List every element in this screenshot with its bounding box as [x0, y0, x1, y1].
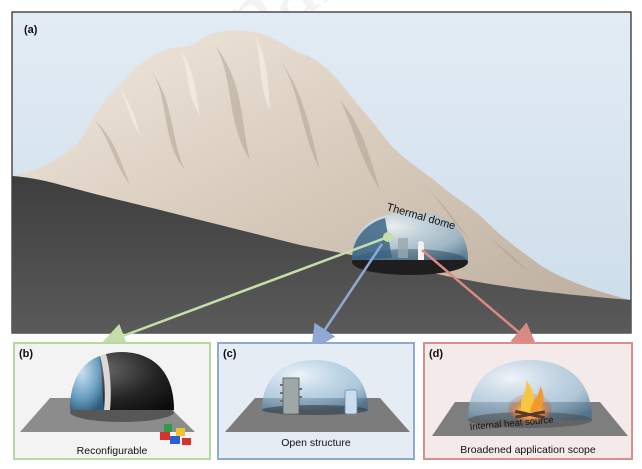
mountain-texture: [95, 45, 530, 272]
panel-b-caption: Reconfigurable: [77, 445, 148, 457]
device-inside: [282, 377, 300, 415]
panel-a: (a) Thermal dome: [11, 11, 632, 334]
device-outside: [344, 389, 358, 415]
panel-a-label: (a): [24, 24, 38, 36]
panel-c: (c) Open structure: [217, 342, 415, 460]
panel-d: (d) Internal heat source Broadened appli…: [423, 342, 633, 460]
thermal-dome: [352, 212, 468, 275]
panel-b: (b) Reconfigurable: [13, 342, 211, 460]
panel-c-label: (c): [223, 348, 237, 360]
panel-d-label: (d): [429, 348, 443, 360]
arrow-to-panel-d: [421, 249, 538, 349]
mountain-highlights: [120, 35, 270, 135]
panel-d-caption: Broadened application scope: [460, 444, 596, 456]
building-blocks: [160, 424, 191, 445]
ground: [12, 176, 631, 333]
panel-c-caption: Open structure: [281, 437, 351, 449]
arrow-to-panel-c: [311, 243, 384, 351]
connector-arrows: [100, 232, 538, 351]
panel-b-label: (b): [19, 348, 33, 360]
arrow-to-panel-b: [100, 235, 389, 348]
